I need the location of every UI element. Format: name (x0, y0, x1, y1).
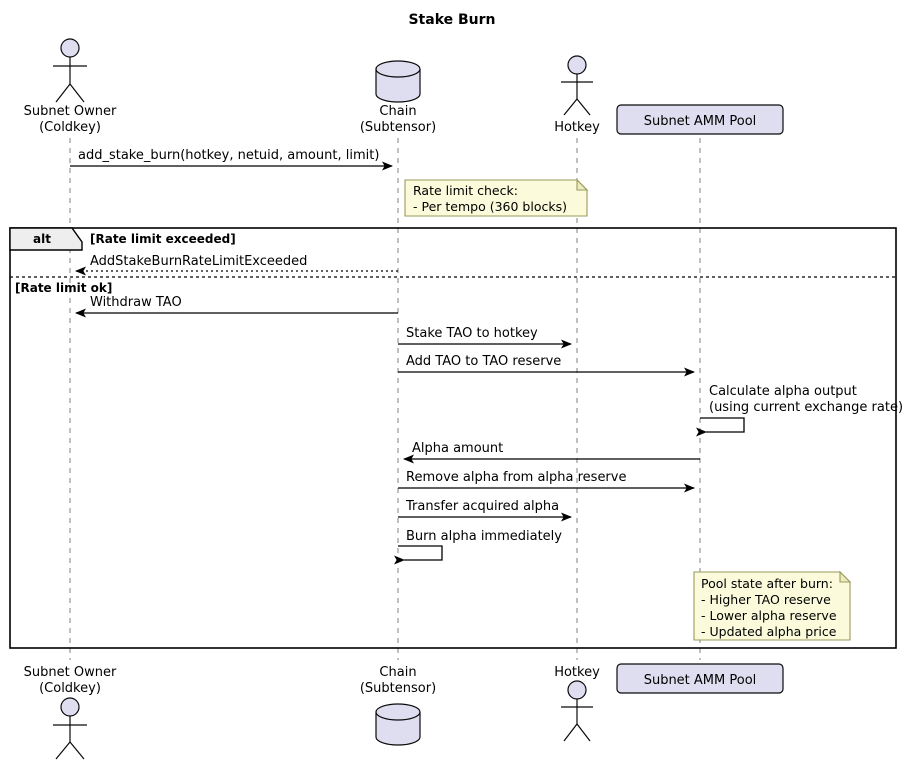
message-add-tao-to-tao-reserve: Add TAO to TAO reserve (398, 354, 695, 377)
participant-head-hotkey[interactable]: Hotkey (554, 55, 600, 135)
participant-foot-coldkey[interactable]: Subnet Owner (Coldkey) (24, 665, 117, 760)
note-line: Rate limit check: (413, 183, 518, 198)
note-line: Pool state after burn: (701, 576, 833, 591)
participant-label-hotkey: Hotkey (554, 120, 600, 135)
alt-guard-2: [Rate limit ok] (15, 281, 112, 295)
participant-label-chain-line1: Chain (379, 665, 416, 680)
message-label: Withdraw TAO (90, 295, 182, 310)
participant-foot-pool[interactable]: Subnet AMM Pool (616, 663, 784, 694)
participant-label-coldkey-line2: (Coldkey) (39, 681, 101, 696)
participant-head-coldkey[interactable]: Subnet Owner (Coldkey) (24, 38, 117, 135)
participant-foot-chain[interactable]: Chain (Subtensor) (360, 665, 436, 746)
note-pool-state-after-burn: Pool state after burn: - Higher TAO rese… (693, 570, 852, 641)
participant-head-pool[interactable]: Subnet AMM Pool (616, 104, 784, 135)
message-label: Remove alpha from alpha reserve (406, 470, 626, 485)
note-line: - Per tempo (360 blocks) (413, 199, 567, 214)
message-withdraw-tao: Withdraw TAO (75, 295, 398, 318)
participant-label-pool: Subnet AMM Pool (644, 673, 757, 688)
alt-fragment-frame: alt [Rate limit exceeded] [Rate limit ok… (9, 227, 897, 649)
message-calculate-alpha-output: Calculate alpha output (using current ex… (696, 384, 903, 437)
alt-guard-1: [Rate limit exceeded] (90, 232, 236, 246)
participant-label-coldkey-line1: Subnet Owner (24, 665, 117, 680)
message-label: Stake TAO to hotkey (406, 326, 538, 341)
participant-foot-hotkey[interactable]: Hotkey (554, 665, 600, 742)
note-rate-limit-check: Rate limit check: - Per tempo (360 block… (404, 178, 589, 217)
participant-label-hotkey: Hotkey (554, 665, 600, 680)
participant-label-chain-line1: Chain (379, 104, 416, 119)
message-burn-alpha-immediately: Burn alpha immediately (394, 529, 562, 565)
note-line: - Higher TAO reserve (701, 592, 831, 607)
message-add-stake-burn: add_stake_burn(hotkey, netuid, amount, l… (70, 148, 393, 171)
participant-label-coldkey-line2: (Coldkey) (39, 120, 101, 135)
page-title: Stake Burn (408, 12, 495, 28)
message-label: Burn alpha immediately (406, 529, 562, 544)
note-line: - Updated alpha price (701, 624, 837, 639)
message-transfer-acquired-alpha: Transfer acquired alpha (398, 499, 572, 522)
message-stake-tao-to-hotkey: Stake TAO to hotkey (398, 326, 572, 349)
message-label: AddStakeBurnRateLimitExceeded (90, 254, 307, 269)
message-alpha-amount: Alpha amount (403, 441, 700, 464)
message-add-stake-burn-rate-limit-exceeded: AddStakeBurnRateLimitExceeded (75, 254, 398, 276)
participant-head-chain[interactable]: Chain (Subtensor) (360, 60, 436, 135)
alt-operator-label: alt (33, 232, 51, 246)
message-label: Alpha amount (412, 441, 503, 456)
participant-label-pool: Subnet AMM Pool (644, 114, 757, 129)
participant-label-chain-line2: (Subtensor) (360, 120, 436, 135)
message-label: Transfer acquired alpha (405, 499, 559, 514)
message-remove-alpha-from-alpha-reserve: Remove alpha from alpha reserve (398, 470, 695, 493)
message-label-line2: (using current exchange rate) (709, 400, 903, 415)
participant-label-coldkey-line1: Subnet Owner (24, 104, 117, 119)
message-label: add_stake_burn(hotkey, netuid, amount, l… (78, 148, 379, 163)
note-line: - Lower alpha reserve (701, 608, 837, 623)
message-label: Add TAO to TAO reserve (406, 354, 561, 369)
message-label-line1: Calculate alpha output (709, 384, 857, 399)
participant-label-chain-line2: (Subtensor) (360, 681, 436, 696)
